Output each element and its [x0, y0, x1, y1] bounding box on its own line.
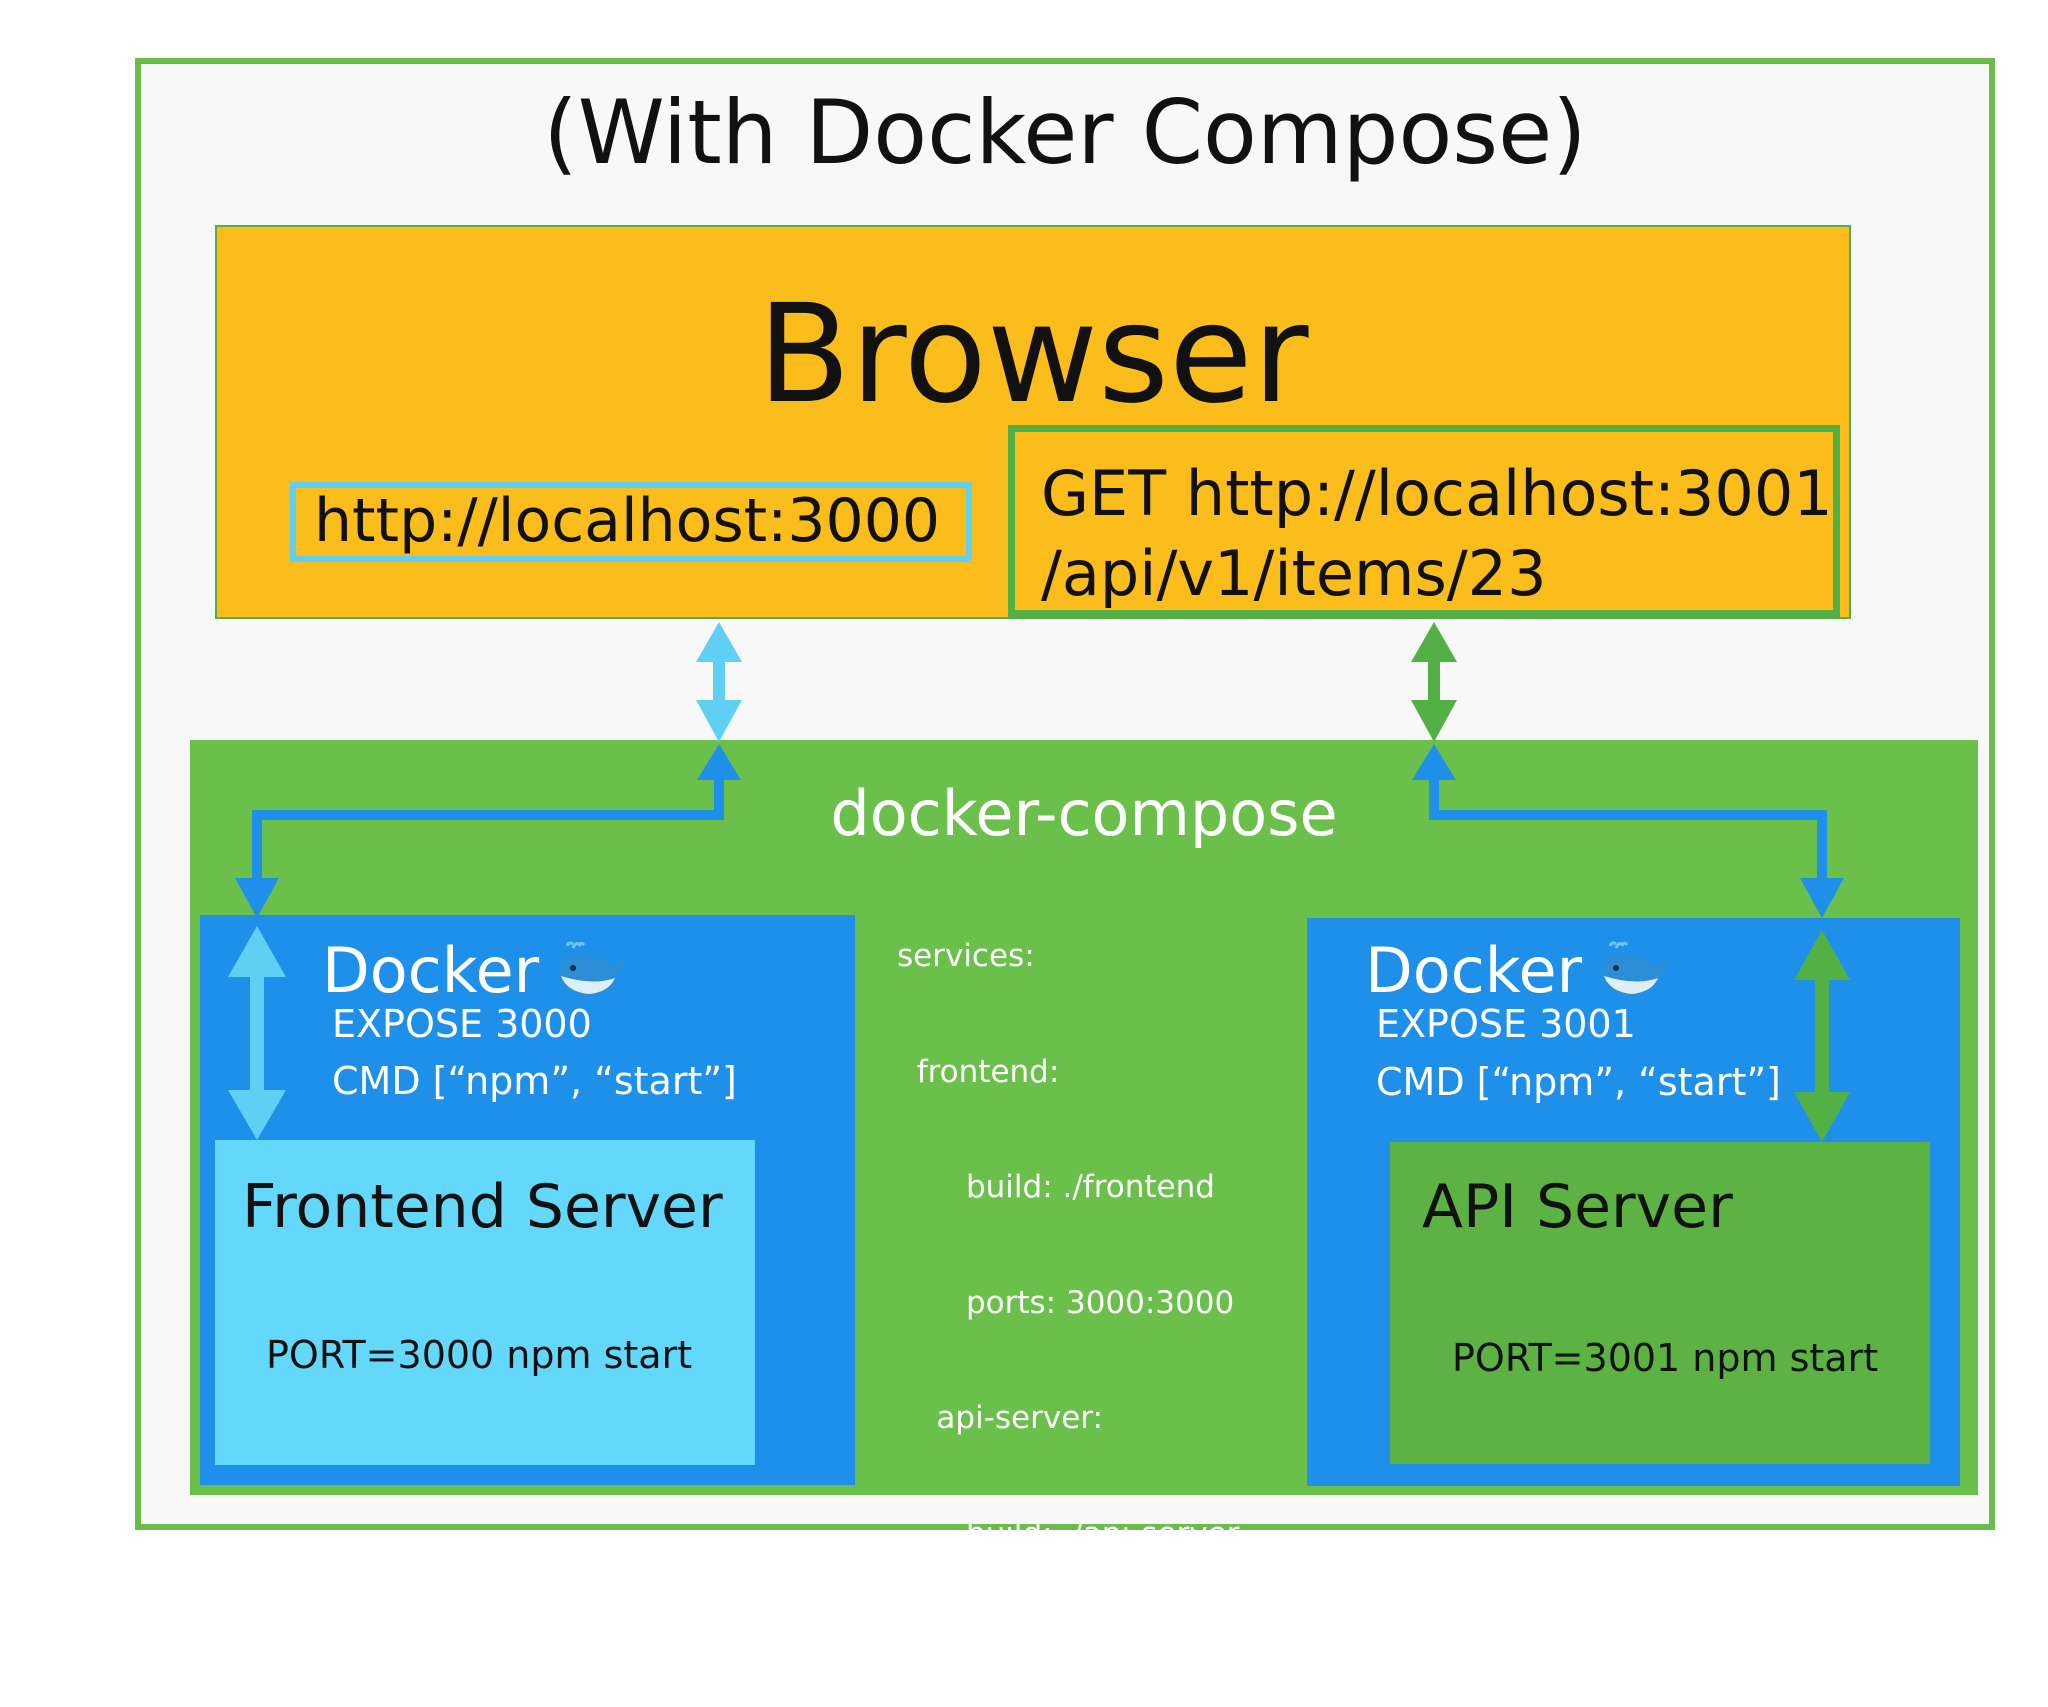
- docker-frontend-expose: EXPOSE 3000: [332, 1002, 592, 1046]
- yaml-line: ports: 3000:3000: [897, 1284, 1235, 1321]
- whale-icon: [553, 940, 629, 1002]
- arrow-docker-api-server: [1794, 930, 1850, 1142]
- arrow-compose-api: [1412, 744, 1844, 918]
- api-server-command: PORT=3001 npm start: [1452, 1336, 1879, 1380]
- frontend-server-box: [215, 1140, 755, 1465]
- whale-icon: [1596, 940, 1672, 1002]
- frontend-url: http://localhost:3000: [290, 482, 972, 562]
- docker-frontend-title-label: Docker: [322, 933, 540, 1007]
- yaml-line: build: ./frontend: [897, 1169, 1215, 1205]
- arrow-browser-frontend: [696, 622, 742, 742]
- diagram-title: (With Docker Compose): [543, 81, 1587, 184]
- docker-frontend-cmd: CMD [“npm”, “start”]: [332, 1059, 737, 1103]
- yaml-line: frontend:: [897, 1053, 1060, 1090]
- api-server-title: API Server: [1422, 1172, 1733, 1242]
- yaml-line: ports: 3001:3001: [897, 1631, 1235, 1667]
- docker-api-expose: EXPOSE 3001: [1376, 1002, 1636, 1046]
- docker-frontend-title: Docker: [322, 932, 629, 1006]
- docker-api-title-label: Docker: [1365, 933, 1583, 1007]
- docker-api-cmd: CMD [“npm”, “start”]: [1376, 1060, 1781, 1104]
- api-request-line-2: /api/v1/items/23: [1041, 537, 1547, 610]
- docker-api-title: Docker: [1365, 932, 1672, 1006]
- docker-compose-label: docker-compose: [830, 777, 1338, 850]
- browser-label: Browser: [757, 276, 1309, 434]
- api-request-line-1: GET http://localhost:3001: [1041, 457, 1833, 530]
- frontend-server-title: Frontend Server: [242, 1172, 723, 1242]
- yaml-line: api-server:: [897, 1400, 1103, 1436]
- frontend-server-command: PORT=3000 npm start: [266, 1333, 693, 1377]
- arrow-docker-frontend-server: [228, 926, 286, 1140]
- yaml-line: services:: [897, 938, 1035, 974]
- api-server-box: [1390, 1142, 1930, 1464]
- arrow-compose-frontend: [235, 744, 741, 918]
- browser-box: [215, 225, 1851, 619]
- connection-arrows: [228, 622, 1850, 1142]
- arrow-browser-api: [1411, 622, 1457, 742]
- api-request: GET http://localhost:3001 /api/v1/items/…: [1008, 425, 1840, 617]
